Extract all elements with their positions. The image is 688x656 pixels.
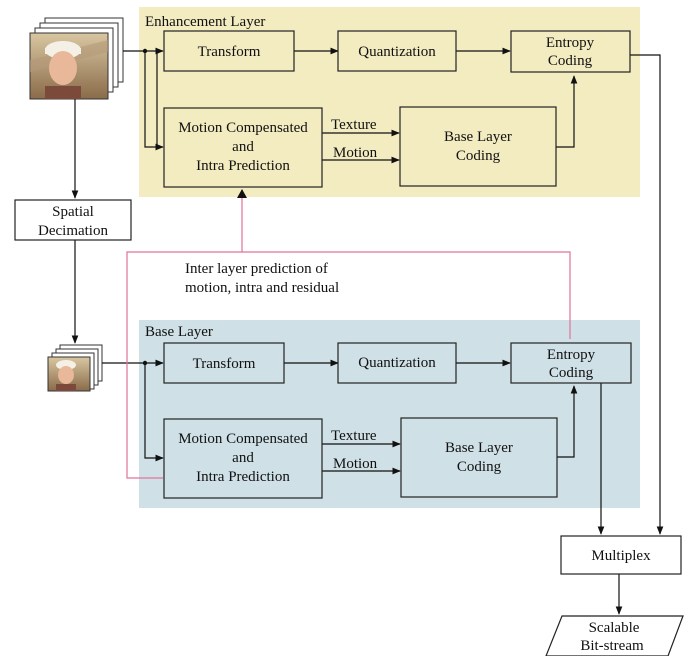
base-entropy-label-2: Coding (549, 365, 594, 381)
base-to-prediction-arrow (144, 363, 164, 462)
enh-transform-box (163, 30, 295, 72)
spatial-decimation-box (14, 199, 132, 241)
multiplex-label: Multiplex (591, 548, 651, 564)
spatial-decimation-label-2: Decimation (38, 223, 108, 239)
video-frames-stack-small-icon (47, 344, 103, 392)
enh-entropy-label-2: Coding (548, 53, 593, 69)
video-frames-stack-icon (29, 17, 124, 100)
enh-entropy-label-1: Entropy (546, 35, 595, 51)
enhancement-layer-label: Enhancement Layer (145, 14, 265, 30)
multiplex-box (560, 535, 682, 575)
base-prediction-label-3: Intra Prediction (196, 469, 290, 485)
base-blc-to-entropy-arrow (557, 385, 578, 458)
enh-blc-label-1: Base Layer (444, 129, 512, 145)
base-quantization-box (337, 342, 457, 384)
enh-entropy-to-multiplex-arrow (630, 54, 664, 535)
base-prediction-box (163, 418, 323, 499)
scalable-bitstream-box (545, 615, 684, 656)
enh-prediction-label-2: and (232, 139, 254, 155)
base-entropy-coding-box (510, 342, 632, 384)
bitstream-label-1: Scalable (589, 620, 640, 636)
bitstream-label-2: Bit-stream (580, 638, 644, 654)
enh-motion-label: Motion (333, 145, 378, 161)
enh-prediction-label-3: Intra Prediction (196, 158, 290, 174)
enh-blc-label-2: Coding (456, 148, 501, 164)
enh-blc-to-entropy-arrow (556, 75, 578, 148)
enh-entropy-coding-box (510, 30, 631, 73)
inter-layer-prediction-path (126, 251, 571, 479)
inter-layer-label-line1: Inter layer prediction of (185, 261, 328, 277)
base-base-layer-coding-box (400, 417, 558, 498)
inter-layer-label-line2: motion, intra and residual (185, 280, 339, 296)
enh-quantization-label: Quantization (358, 44, 436, 60)
base-transform-label: Transform (193, 356, 256, 372)
base-entropy-label-1: Entropy (547, 347, 596, 363)
enh-texture-label: Texture (331, 117, 377, 133)
enh-transform-label: Transform (198, 44, 261, 60)
inter-layer-arrowhead (237, 189, 247, 198)
enh-base-layer-coding-box (399, 106, 557, 187)
base-blc-label-2: Coding (457, 459, 502, 475)
base-texture-label: Texture (331, 428, 377, 444)
base-blc-label-1: Base Layer (445, 440, 513, 456)
base-prediction-label-2: and (232, 450, 254, 466)
enh-prediction-label-1: Motion Compensated (178, 120, 308, 136)
enh-quantization-box (337, 30, 457, 72)
enh-prediction-box (163, 107, 323, 188)
base-transform-box (163, 342, 285, 384)
base-prediction-label-1: Motion Compensated (178, 431, 308, 447)
base-quantization-label: Quantization (358, 355, 436, 371)
base-layer-label: Base Layer (145, 324, 213, 340)
base-motion-label: Motion (333, 456, 378, 472)
spatial-decimation-label-1: Spatial (52, 204, 94, 220)
